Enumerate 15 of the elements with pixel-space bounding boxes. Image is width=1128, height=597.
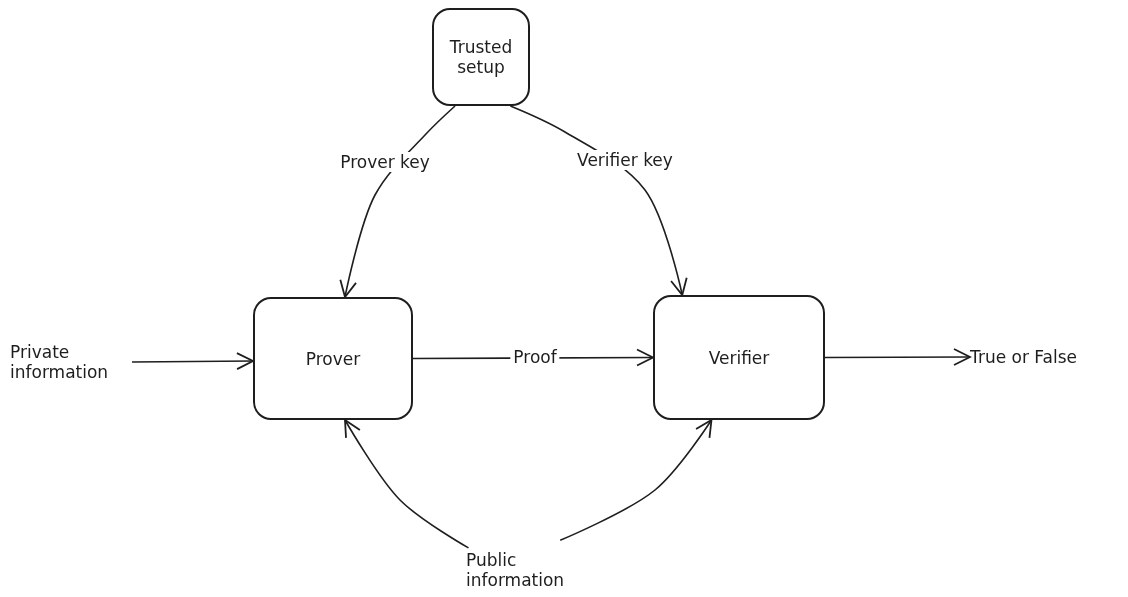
box-label: Trusted setup xyxy=(448,37,514,77)
node-label: Public information xyxy=(466,550,566,590)
arrow xyxy=(824,348,971,366)
process-box xyxy=(253,297,413,420)
arrow xyxy=(131,352,254,370)
box-label: Prover xyxy=(305,348,361,369)
process-box xyxy=(653,295,825,420)
process-box xyxy=(432,8,530,106)
node-label: Private information xyxy=(10,342,110,382)
box-label: Verifier xyxy=(708,347,770,368)
arrow xyxy=(339,105,456,298)
node-label: True or False xyxy=(970,347,1077,367)
arrow xyxy=(344,419,470,549)
edge-label: Verifier key xyxy=(574,150,676,170)
arrow xyxy=(559,419,713,542)
